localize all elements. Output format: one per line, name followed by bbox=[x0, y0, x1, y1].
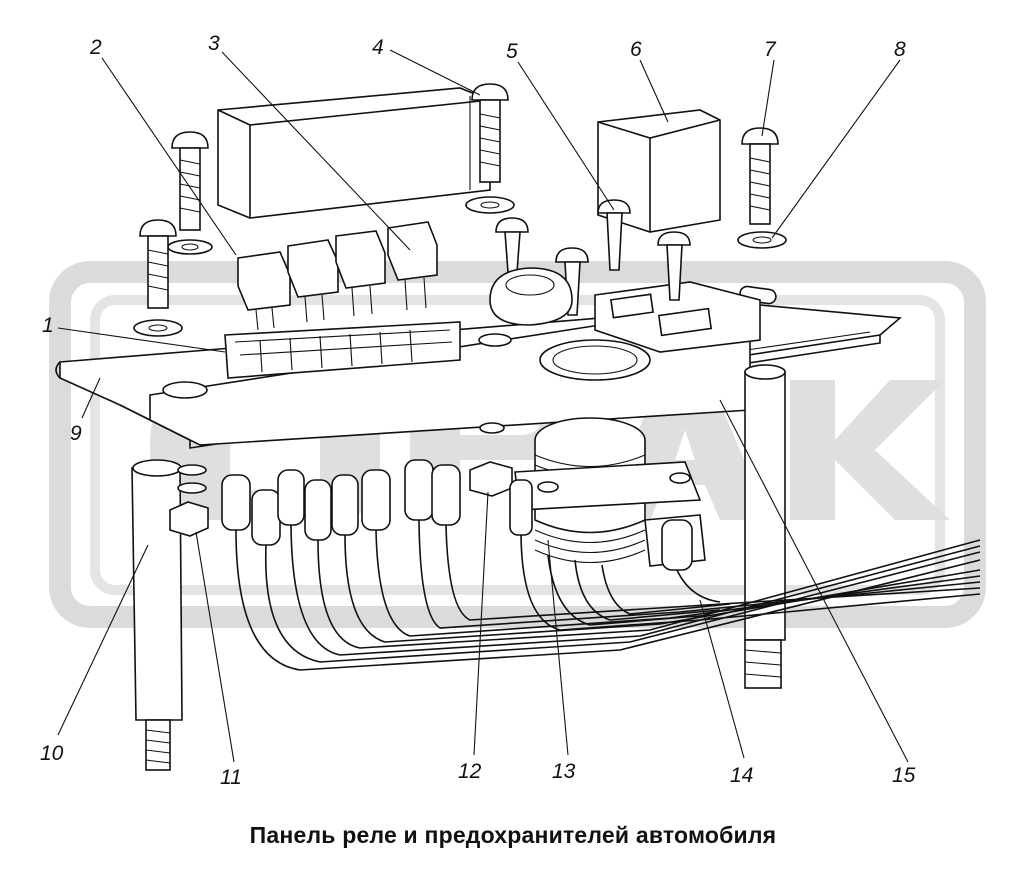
callout-11: 11 bbox=[220, 766, 242, 789]
callout-8: 8 bbox=[894, 38, 906, 61]
callout-13: 13 bbox=[552, 760, 576, 783]
fuse-block bbox=[224, 321, 461, 379]
relay-small bbox=[597, 109, 721, 233]
callout-12: 12 bbox=[458, 760, 482, 783]
callout-labels: 2 3 4 5 6 7 8 1 9 10 11 12 13 14 15 bbox=[40, 32, 916, 789]
screws bbox=[133, 83, 787, 337]
callout-15: 15 bbox=[892, 764, 916, 787]
relay-socket bbox=[594, 281, 761, 353]
callout-10: 10 bbox=[40, 742, 64, 765]
relay-large bbox=[217, 87, 491, 219]
standoff-right bbox=[744, 364, 786, 689]
callout-3: 3 bbox=[208, 32, 220, 55]
callout-1: 1 bbox=[42, 314, 54, 337]
standoff-post bbox=[131, 459, 183, 771]
callout-9: 9 bbox=[70, 422, 82, 445]
callout-14: 14 bbox=[730, 764, 753, 787]
wire-terminals bbox=[221, 459, 693, 571]
figure-caption: Панель реле и предохранителей автомобиля bbox=[249, 822, 777, 848]
callout-6: 6 bbox=[630, 38, 642, 61]
wire-harness bbox=[235, 519, 981, 671]
callout-4: 4 bbox=[372, 36, 384, 59]
callout-5: 5 bbox=[506, 40, 518, 63]
callout-7: 7 bbox=[764, 38, 777, 61]
leader-lines bbox=[57, 49, 909, 763]
connector-socket bbox=[514, 417, 706, 567]
fuses bbox=[237, 221, 438, 331]
callout-2: 2 bbox=[89, 36, 102, 59]
